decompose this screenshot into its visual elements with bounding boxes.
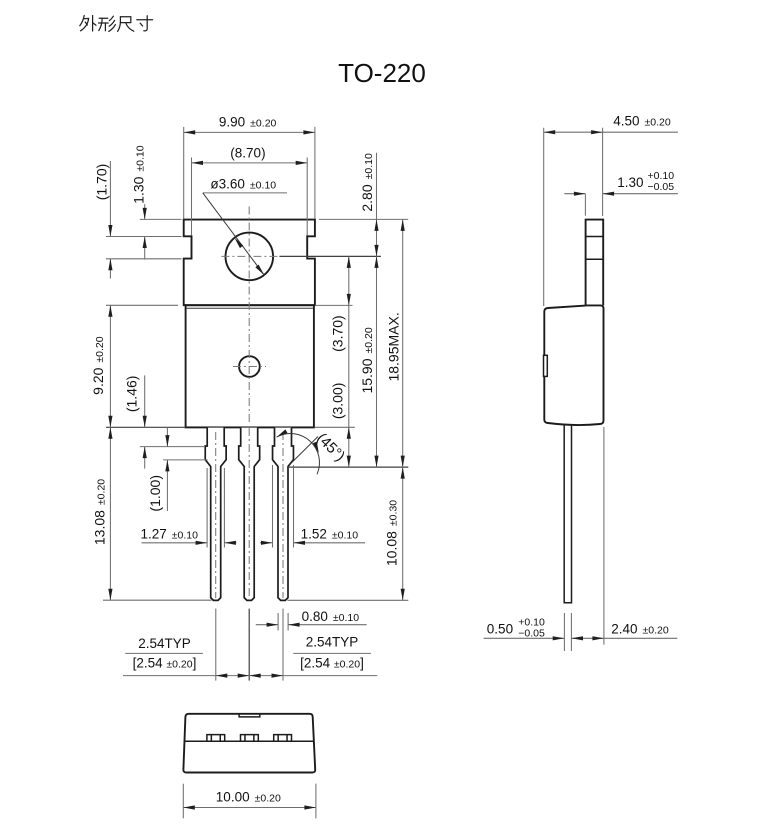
svg-text:(8.70): (8.70): [230, 146, 265, 161]
svg-text:(1.46): (1.46): [123, 376, 139, 413]
svg-text:TO-220: TO-220: [338, 58, 426, 88]
svg-text:1.30: 1.30: [617, 175, 643, 190]
svg-text:[2.54 ±0.20]: [2.54 ±0.20]: [300, 656, 364, 671]
svg-text:10.08±0.30: 10.08±0.30: [384, 500, 400, 566]
svg-text:18.95MAX.: 18.95MAX.: [386, 312, 402, 381]
svg-text:15.90±0.20: 15.90±0.20: [359, 327, 375, 393]
svg-text:(1.70): (1.70): [94, 164, 110, 201]
svg-text:[2.54 ±0.20]: [2.54 ±0.20]: [133, 656, 197, 671]
svg-text:(3.00): (3.00): [330, 383, 346, 420]
svg-text:(1.00): (1.00): [147, 475, 163, 512]
svg-text:10.00±0.20: 10.00±0.20: [216, 789, 281, 804]
svg-text:ø3.60±0.10: ø3.60±0.10: [210, 176, 276, 191]
svg-text:13.08±0.20: 13.08±0.20: [92, 479, 108, 545]
svg-text:2.54TYP: 2.54TYP: [138, 636, 191, 651]
svg-text:−0.05: −0.05: [648, 181, 675, 193]
svg-text:2.54TYP: 2.54TYP: [306, 635, 359, 650]
svg-text:+0.10: +0.10: [648, 170, 675, 182]
svg-text:+0.10: +0.10: [518, 617, 545, 629]
svg-text:(3.70): (3.70): [330, 315, 346, 352]
svg-text:−0.05: −0.05: [518, 628, 545, 640]
svg-text:0.50: 0.50: [487, 622, 513, 637]
